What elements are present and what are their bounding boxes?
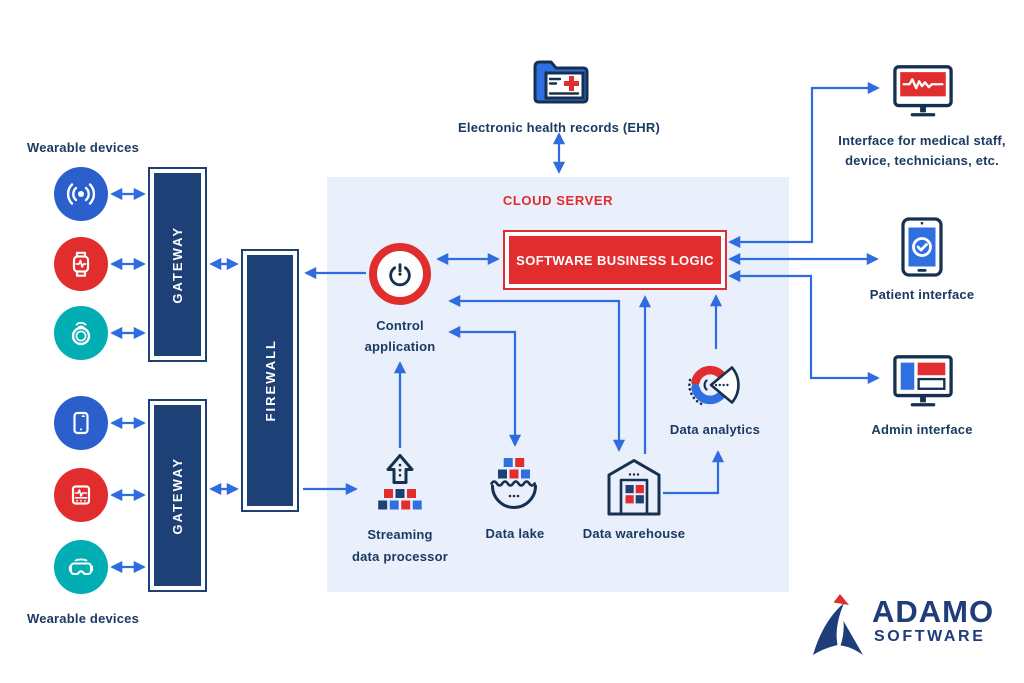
arrow-business-logic-admin-interface <box>728 269 880 385</box>
streaming-processor-label: Streaming data processor <box>351 527 448 564</box>
adamo-logo-mark <box>813 594 863 655</box>
smart-ring-icon <box>71 321 91 346</box>
admin-monitor-icon <box>893 355 953 407</box>
logo-sub-text: SOFTWARE <box>874 628 986 645</box>
arrow-business-logic-medical-interface <box>728 81 880 249</box>
gateway-top-box: GATEWAY <box>148 167 207 362</box>
data-analytics-icon <box>688 365 740 406</box>
vr-headset-icon <box>68 558 94 576</box>
wearable-device-smartphone <box>54 396 108 450</box>
software-business-logic-label: SOFTWARE BUSINESS LOGIC <box>509 236 721 284</box>
wearable-device-smart-ring <box>54 306 108 360</box>
firewall-box: FIREWALL <box>241 249 299 512</box>
wearable-device-vr <box>54 540 108 594</box>
data-warehouse-label: Data warehouse <box>582 526 686 541</box>
smartphone-icon <box>73 411 89 435</box>
patient-interface-label: Patient interface <box>869 287 975 302</box>
ehr-folder-icon <box>533 60 589 104</box>
arrow-warehouse-analytics <box>663 450 725 495</box>
wireless-signal-icon <box>66 183 96 205</box>
wearable-devices-label-top: Wearable devices <box>26 140 140 155</box>
arrow-control-warehouse <box>448 294 626 452</box>
streaming-processor-icon <box>378 454 422 510</box>
admin-interface-label: Admin interface <box>871 422 973 437</box>
ehr-label: Electronic health records (EHR) <box>458 120 660 135</box>
logo-brand-text: ADAMO <box>872 594 995 629</box>
data-lake-label: Data lake <box>485 526 545 541</box>
data-warehouse-icon <box>607 459 661 516</box>
wearable-device-ecg <box>54 468 108 522</box>
medical-interface-label: Interface for medical staff, device, tec… <box>838 133 1006 168</box>
patient-tablet-icon <box>901 217 943 277</box>
power-icon <box>389 263 411 287</box>
software-business-logic-box: SOFTWARE BUSINESS LOGIC <box>503 230 727 290</box>
wearable-device-smartwatch <box>54 237 108 291</box>
wearable-devices-label-bottom: Wearable devices <box>26 611 140 626</box>
gateway-bottom-label: GATEWAY <box>170 456 185 535</box>
control-application-node <box>369 243 431 305</box>
ecg-monitor-icon <box>71 485 91 505</box>
cloud-server-title: CLOUD SERVER <box>502 193 614 208</box>
data-lake-icon <box>490 458 537 509</box>
medical-monitor-icon <box>893 65 953 117</box>
data-analytics-label: Data analytics <box>669 422 761 437</box>
firewall-label: FIREWALL <box>262 339 278 422</box>
gateway-top-label: GATEWAY <box>170 225 185 304</box>
gateway-bottom-box: GATEWAY <box>148 399 207 592</box>
smartwatch-icon <box>72 251 90 277</box>
control-application-label: Control application <box>364 318 436 354</box>
wearable-device-signal <box>54 167 108 221</box>
arrow-control-datalake <box>448 325 522 447</box>
